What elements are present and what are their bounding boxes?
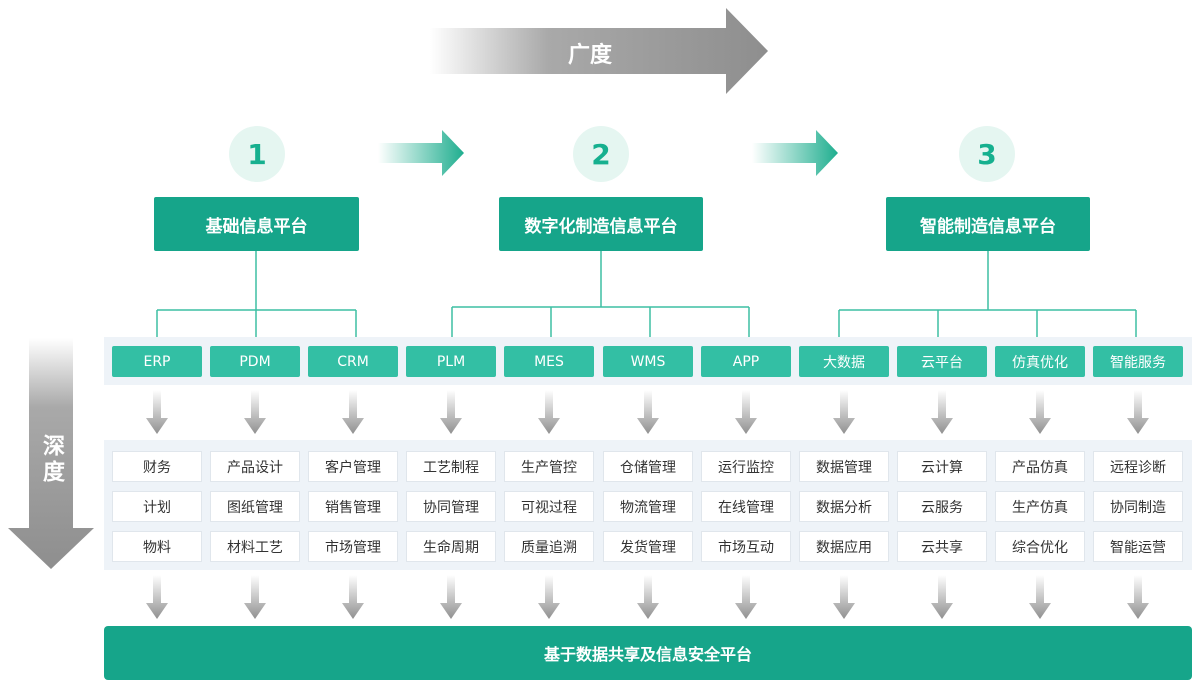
item-sim-product: 产品仿真	[995, 451, 1085, 482]
item-cloud-computing: 云计算	[897, 451, 987, 482]
down-arrows-lower	[146, 575, 1149, 619]
base-platform: 基于数据共享及信息安全平台	[104, 626, 1192, 680]
category-plm: PLM	[406, 346, 496, 377]
platform-smart: 智能制造信息平台	[886, 197, 1090, 251]
category-mes: MES	[504, 346, 594, 377]
item-app-monitoring: 运行监控	[701, 451, 791, 482]
category-erp: ERP	[112, 346, 202, 377]
stage-arrow-1-2	[378, 130, 464, 176]
item-service-operation: 智能运营	[1093, 531, 1183, 562]
item-plm-collaboration: 协同管理	[406, 491, 496, 522]
item-crm-market: 市场管理	[308, 531, 398, 562]
item-pdm-material-process: 材料工艺	[210, 531, 300, 562]
item-bigdata-management: 数据管理	[799, 451, 889, 482]
depth-label: 深度	[39, 434, 64, 486]
item-mes-quality: 质量追溯	[504, 531, 594, 562]
item-mes-production-control: 生产管控	[504, 451, 594, 482]
item-erp-finance: 财务	[112, 451, 202, 482]
category-smart-service: 智能服务	[1093, 346, 1183, 377]
category-simulation: 仿真优化	[995, 346, 1085, 377]
category-big-data: 大数据	[799, 346, 889, 377]
item-service-remote: 远程诊断	[1093, 451, 1183, 482]
depth-arrow	[8, 338, 94, 569]
breadth-label: 广度	[567, 43, 612, 68]
item-cloud-sharing: 云共享	[897, 531, 987, 562]
category-app: APP	[701, 346, 791, 377]
item-wms-shipping: 发货管理	[603, 531, 693, 562]
item-plm-process: 工艺制程	[406, 451, 496, 482]
item-bigdata-application: 数据应用	[799, 531, 889, 562]
stage-number-2: 2	[573, 126, 629, 182]
stage-number-3: 3	[959, 126, 1015, 182]
stage-number-1: 1	[229, 126, 285, 182]
item-pdm-drawing: 图纸管理	[210, 491, 300, 522]
item-erp-material: 物料	[112, 531, 202, 562]
breadth-arrow	[430, 8, 768, 94]
item-wms-storage: 仓储管理	[603, 451, 693, 482]
stage-arrow-2-3	[752, 130, 838, 176]
category-wms: WMS	[603, 346, 693, 377]
category-cloud-platform: 云平台	[897, 346, 987, 377]
item-app-online: 在线管理	[701, 491, 791, 522]
item-sim-optimization: 综合优化	[995, 531, 1085, 562]
connector-lines	[156, 251, 1137, 337]
item-erp-plan: 计划	[112, 491, 202, 522]
category-crm: CRM	[308, 346, 398, 377]
item-wms-logistics: 物流管理	[603, 491, 693, 522]
item-sim-production: 生产仿真	[995, 491, 1085, 522]
item-crm-customer: 客户管理	[308, 451, 398, 482]
item-app-interaction: 市场互动	[701, 531, 791, 562]
item-pdm-product-design: 产品设计	[210, 451, 300, 482]
item-plm-lifecycle: 生命周期	[406, 531, 496, 562]
platform-basic: 基础信息平台	[154, 197, 359, 251]
down-arrows-upper	[146, 390, 1149, 434]
platform-digital: 数字化制造信息平台	[499, 197, 703, 251]
item-cloud-service: 云服务	[897, 491, 987, 522]
item-crm-sales: 销售管理	[308, 491, 398, 522]
item-mes-visual: 可视过程	[504, 491, 594, 522]
category-pdm: PDM	[210, 346, 300, 377]
item-bigdata-analysis: 数据分析	[799, 491, 889, 522]
item-service-collab: 协同制造	[1093, 491, 1183, 522]
